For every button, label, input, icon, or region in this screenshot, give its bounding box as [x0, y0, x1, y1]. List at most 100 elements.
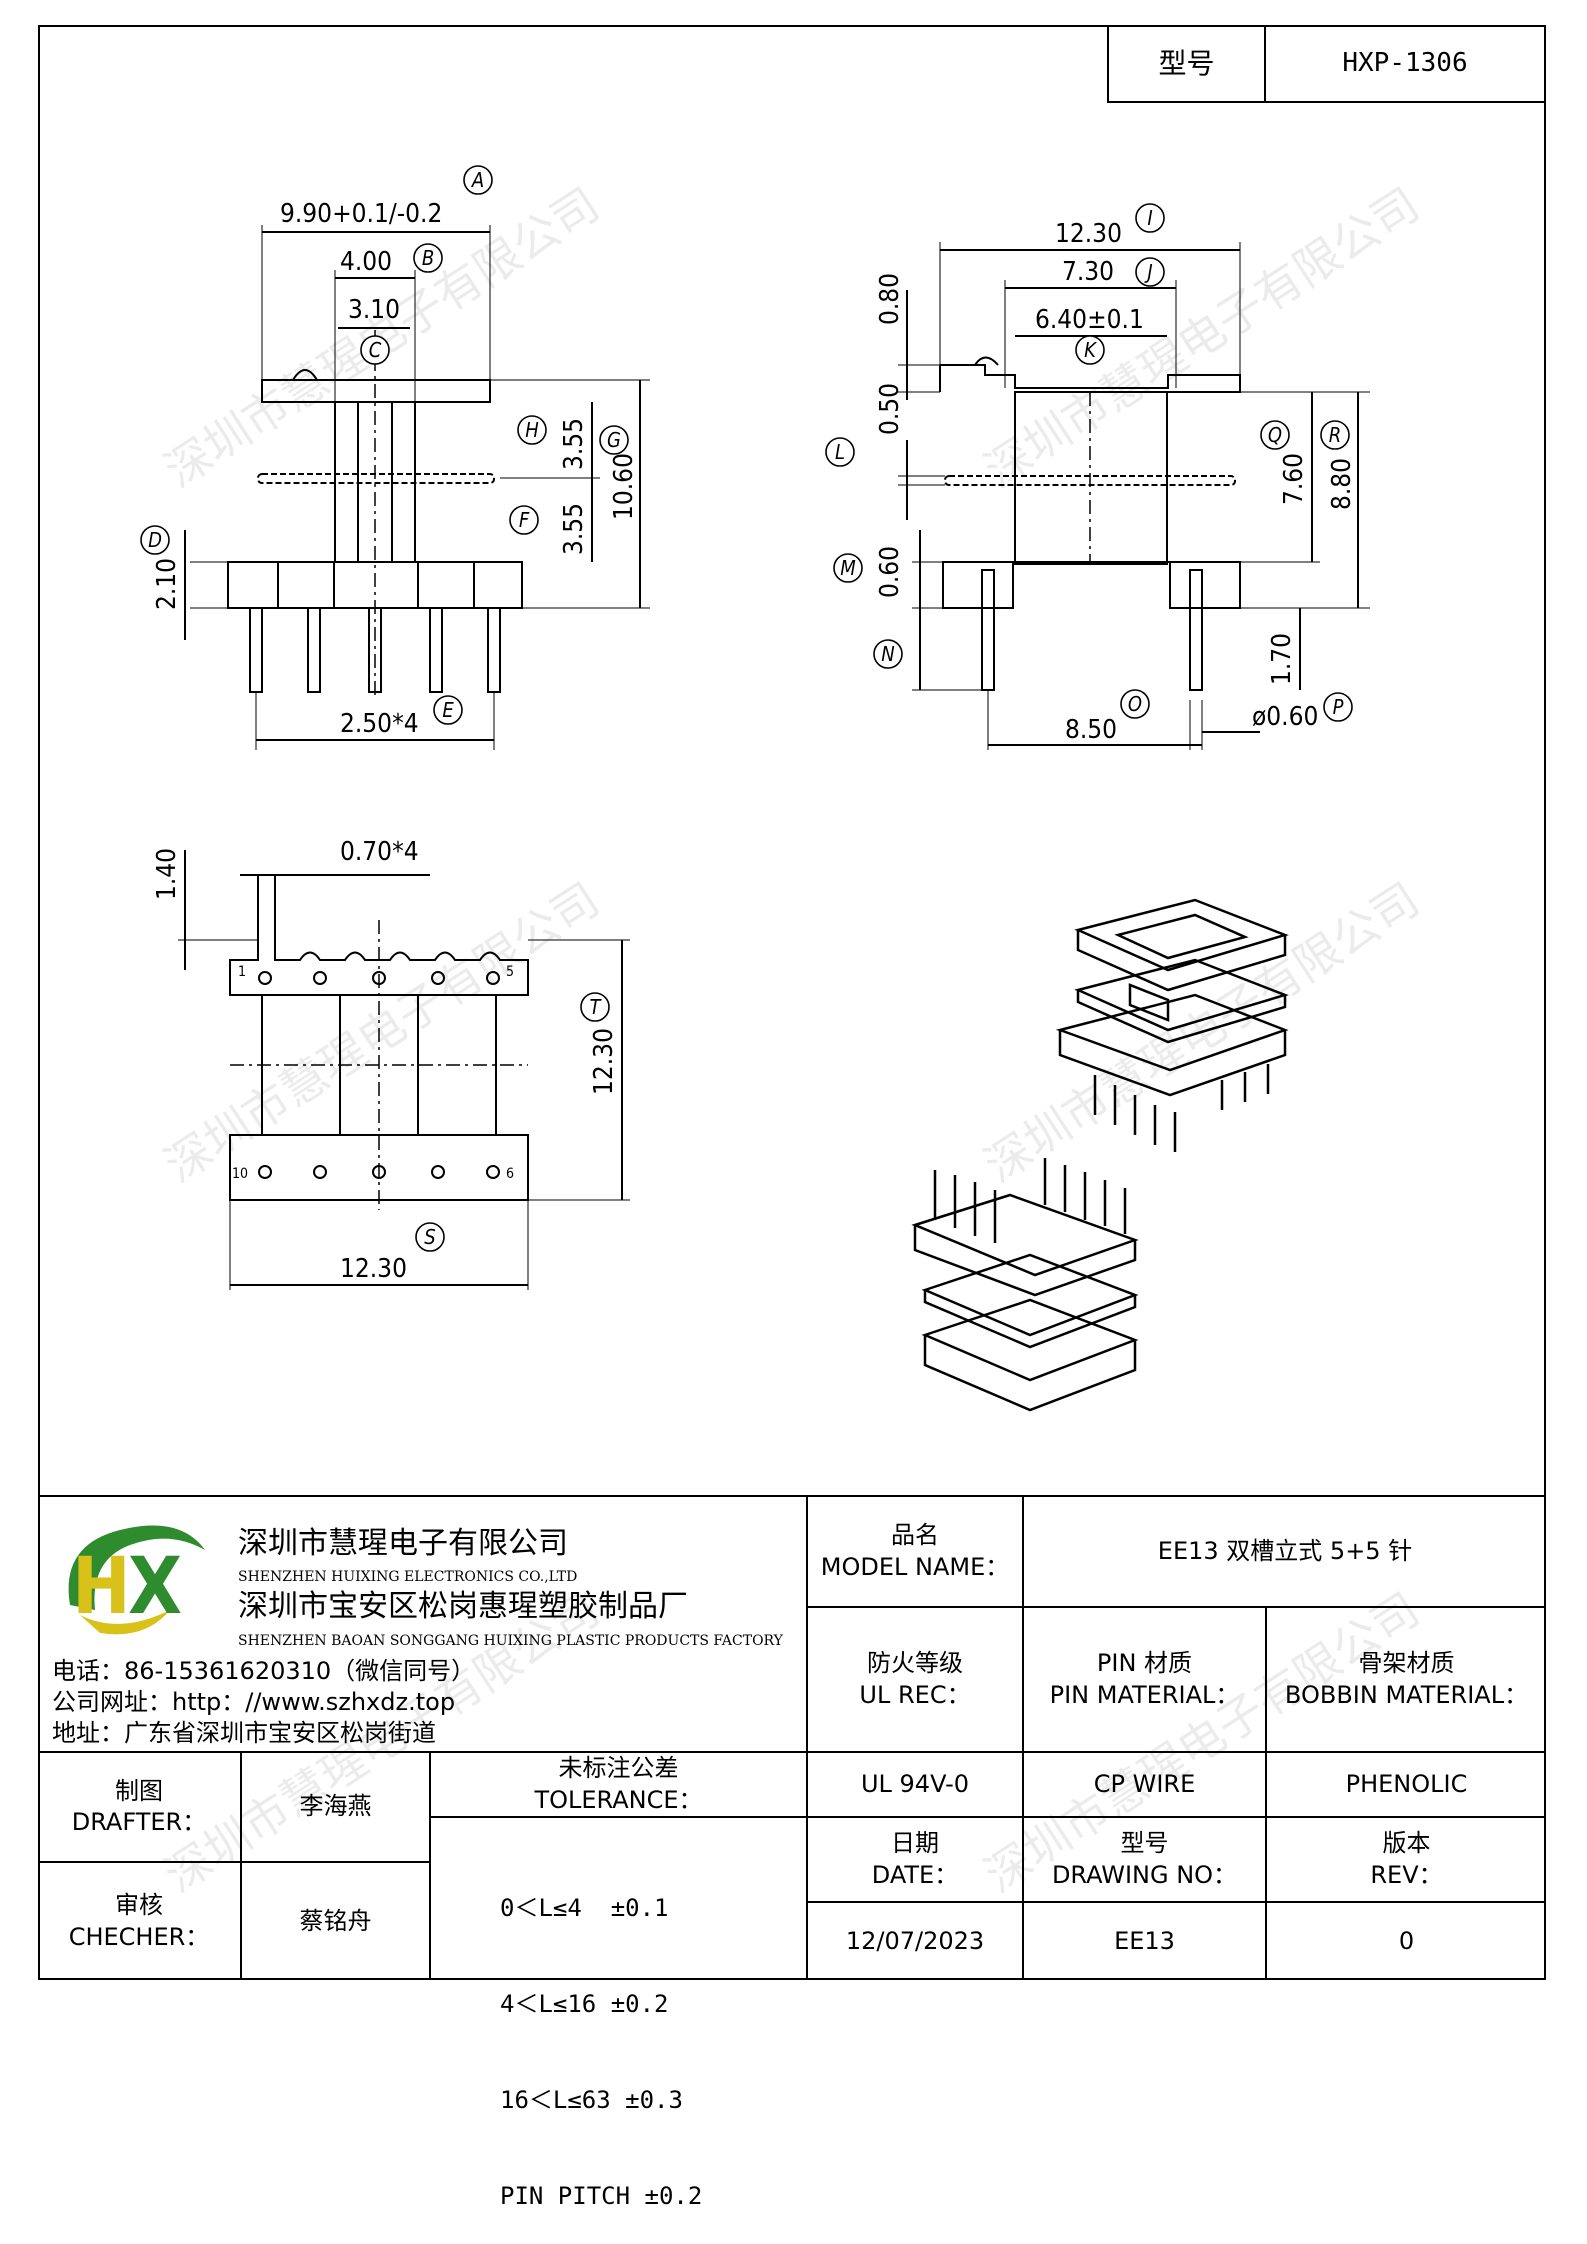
svg-text:L: L [835, 440, 845, 464]
company-phone: 电话：86-15361620310（微信同号） [52, 1657, 476, 1685]
pin-label-6: 6 [506, 1166, 514, 1182]
pin-label-1: 1 [238, 964, 246, 980]
company-name-en: SHENZHEN HUIXING ELECTRONICS CO.,LTD [238, 1569, 578, 1585]
isometric-view-bottom [911, 1158, 1139, 1412]
title-block-line [38, 1751, 1546, 1753]
marker-m: M [833, 553, 863, 583]
dim-t: 12.30 [589, 1028, 619, 1095]
date-label-cn: 日期 [891, 1829, 939, 1858]
svg-text:K: K [1084, 338, 1097, 362]
model-name-label-cn: 品名 [891, 1521, 939, 1550]
model-name-value: EE13 双槽立式 5+5 针 [1157, 1536, 1413, 1565]
dim-v: 1.40 [152, 848, 182, 900]
svg-text:D: D [148, 528, 162, 552]
dim-m: 0.60 [875, 546, 905, 598]
technical-drawing: 9.90+0.1/-0.2 4.00 3.10 3.55 3.55 10.60 … [140, 165, 1370, 1412]
dim-h: 3.55 [559, 418, 589, 470]
dim-l: 0.50 [875, 383, 905, 435]
pin-material-value: CP WIRE [1093, 1769, 1196, 1798]
checker-value: 蔡铭舟 [299, 1906, 372, 1935]
dim-j: 7.30 [1062, 257, 1114, 287]
dim-b: 4.00 [340, 247, 392, 277]
rev-value: 0 [1398, 1926, 1415, 1955]
pin-label-10: 10 [232, 1166, 248, 1182]
drafter-value: 李海燕 [299, 1792, 372, 1821]
bobbin-material-label-cn: 骨架材质 [1358, 1649, 1455, 1678]
date-value: 12/07/2023 [845, 1926, 985, 1955]
drawing-frame [38, 25, 1546, 1980]
dim-l-top: 0.80 [875, 273, 905, 325]
svg-text:C: C [369, 338, 382, 362]
pin-material-label: PIN 材质 PIN MATERIAL： [1024, 1608, 1265, 1751]
ul-rec-label-en: UL REC： [859, 1680, 971, 1709]
dim-g: 10.60 [609, 453, 639, 520]
model-name-label: 品名 MODEL NAME： [808, 1497, 1022, 1606]
dim-d: 2.10 [152, 558, 182, 610]
front-view [184, 225, 650, 750]
dim-i: 12.30 [1055, 219, 1122, 249]
svg-text:I: I [1147, 206, 1152, 230]
marker-e: E [433, 695, 463, 725]
svg-text:R: R [1329, 423, 1342, 447]
marker-p: P [1323, 692, 1353, 722]
svg-text:T: T [590, 995, 603, 1019]
svg-text:B: B [422, 246, 434, 270]
dim-n: 1.70 [1267, 633, 1297, 685]
svg-text:Q: Q [1268, 423, 1282, 447]
title-block-line [806, 1495, 808, 1980]
tolerance-label: 未标注公差 TOLERANCE： [431, 1753, 806, 1816]
svg-text:M: M [840, 556, 856, 580]
header-divider [1264, 25, 1266, 103]
tolerance-item: PIN PITCH ±0.2 [500, 2182, 703, 2210]
dim-s: 12.30 [340, 1254, 407, 1284]
pin-label-5: 5 [506, 964, 514, 980]
title-block-line [1265, 1606, 1267, 1816]
marker-h: H [517, 415, 547, 445]
svg-text:A: A [471, 168, 484, 192]
dim-o: 8.50 [1065, 715, 1117, 745]
tolerance-item: 0＜L≤4 ±0.1 [500, 1894, 669, 1922]
dim-q: 7.60 [1279, 453, 1309, 505]
factory-name-en: SHENZHEN BAOAN SONGGANG HUIXING PLASTIC … [238, 1633, 783, 1649]
drawing-no-label-cn: 型号 [1120, 1829, 1169, 1858]
marker-j: J [1135, 257, 1165, 287]
marker-c: C [360, 335, 390, 365]
marker-k: K [1075, 335, 1105, 365]
svg-text:O: O [1128, 692, 1142, 716]
logo-x: X [128, 1542, 182, 1632]
company-logo: H X [68, 1525, 205, 1635]
drafter-label-en: DRAFTER： [71, 1808, 207, 1836]
dim-p: ø0.60 [1252, 702, 1318, 732]
svg-text:S: S [424, 1225, 435, 1249]
company-address: 地址：广东省深圳市宝安区松岗街道 [52, 1719, 436, 1747]
marker-q: Q [1260, 420, 1290, 450]
svg-text:P: P [1333, 695, 1344, 719]
title-block-line [429, 1751, 431, 1980]
bobbin-material-label: 骨架材质 BOBBIN MATERIAL： [1267, 1608, 1546, 1751]
dim-e: 2.50*4 [340, 709, 419, 739]
title-block-line [1265, 1816, 1267, 1980]
isometric-view-top [1055, 898, 1289, 1152]
marker-l: L [825, 437, 855, 467]
date-label-en: DATE： [871, 1860, 959, 1889]
bobbin-material-label-en: BOBBIN MATERIAL： [1284, 1680, 1529, 1709]
model-label: 型号 [1158, 46, 1215, 80]
ul-rec-label: 防火等级 UL REC： [808, 1608, 1022, 1751]
pin-material-label-cn: PIN 材质 [1096, 1649, 1193, 1678]
marker-a: A [463, 165, 493, 195]
factory-name-cn: 深圳市宝安区松岗惠瑆塑胶制品厂 [238, 1589, 688, 1624]
svg-text:G: G [607, 428, 621, 452]
drawing-no-label-en: DRAWING NO： [1051, 1860, 1238, 1889]
company-website: 公司网址：http：//www.szhxdz.top [52, 1688, 456, 1716]
marker-f: F [509, 505, 539, 535]
marker-i: I [1135, 203, 1165, 233]
dim-c: 3.10 [348, 295, 400, 325]
ul-rec-value: UL 94V-0 [860, 1769, 970, 1798]
title-block-line [38, 1861, 431, 1863]
dim-a: 9.90+0.1/-0.2 [280, 199, 442, 229]
header-divider [1107, 101, 1546, 103]
dim-r: 8.80 [1327, 458, 1357, 510]
svg-text:E: E [442, 698, 454, 722]
title-block-line [1022, 1495, 1024, 1980]
top-view [178, 850, 630, 1290]
